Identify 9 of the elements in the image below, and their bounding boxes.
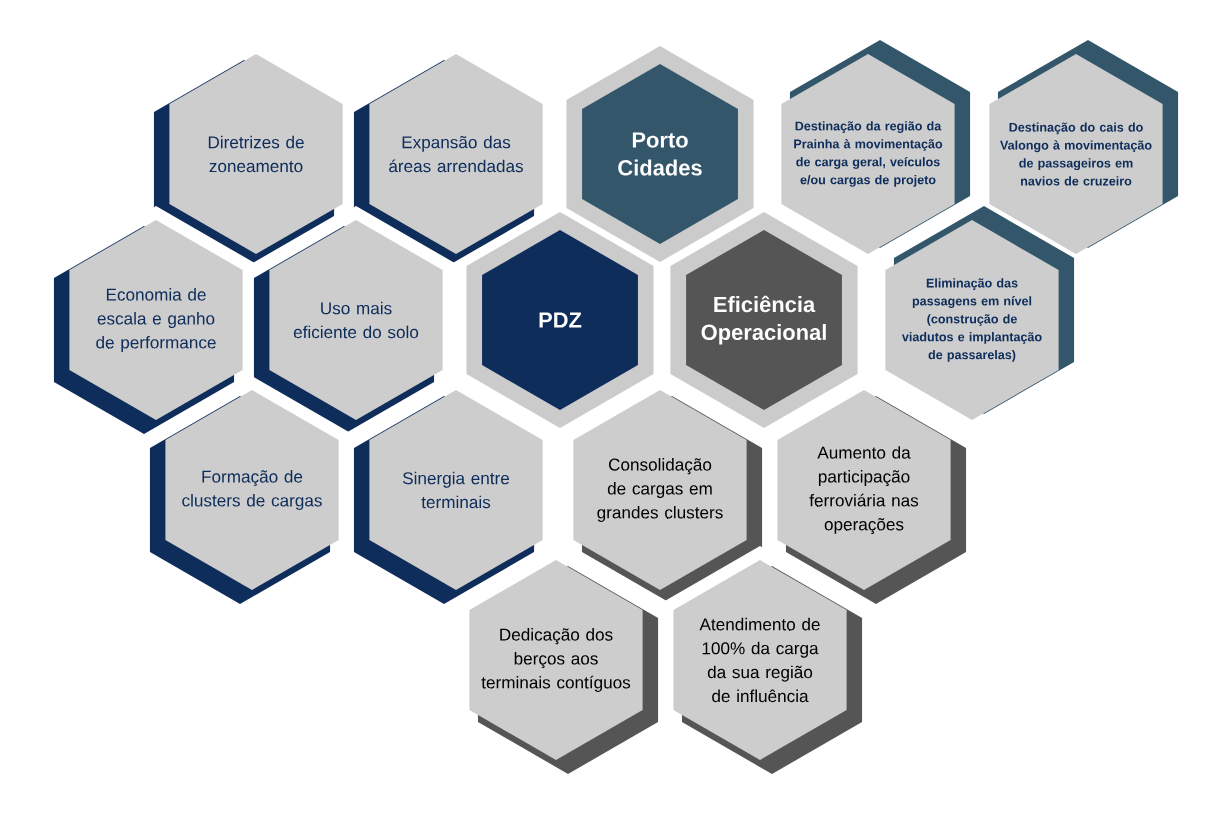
hexagon: Atendimento de 100% da carga da sua região de influência xyxy=(661,546,863,774)
node-label: PDZ xyxy=(539,312,582,328)
node-label: Eficiência Operacional xyxy=(701,295,826,345)
node-label: Formação de clusters de cargas xyxy=(182,470,322,510)
node-label: Uso mais eficiente do solo xyxy=(293,301,419,339)
node-label: Economia de escala e ganho de performance xyxy=(96,288,216,352)
hexagon: Formação de clusters de cargas xyxy=(149,376,351,604)
node-label: Atendimento de 100% da carga da sua região de influência xyxy=(699,617,820,703)
hexagon: Economia de escala e ganho de performance xyxy=(53,206,255,434)
